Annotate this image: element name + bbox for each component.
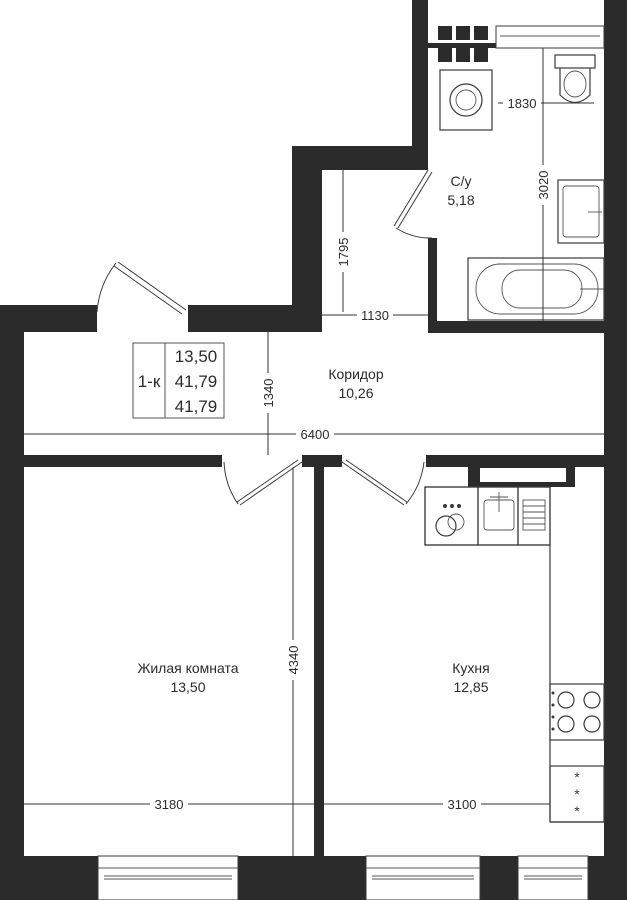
summary-total-area-2: 41,79 — [175, 397, 218, 416]
wall-bath-bottom — [428, 321, 604, 333]
bathroom-fixtures — [439, 54, 605, 321]
living-area: 13,50 — [170, 679, 205, 695]
shaft-block-2 — [456, 26, 470, 40]
kitchen-area: 12,85 — [453, 679, 488, 695]
drying-rack-icon — [517, 486, 551, 546]
wall-corridor-step — [292, 146, 322, 332]
dim-3180: 3180 — [155, 797, 184, 812]
wall-bath-right — [604, 0, 627, 470]
dim-6400: 6400 — [301, 427, 330, 442]
dim-4340: 4340 — [286, 646, 301, 675]
svg-text:*: * — [574, 769, 580, 785]
living-door — [223, 459, 303, 506]
living-name: Жилая комната — [137, 660, 238, 676]
kitchen-fixtures: * * * — [424, 486, 605, 823]
dim-3020: 3020 — [536, 171, 551, 200]
dim-1340: 1340 — [261, 379, 276, 408]
window-kitchen-2 — [517, 855, 589, 900]
wall-bath-partition-left — [428, 238, 437, 333]
window-kitchen-1 — [365, 855, 481, 900]
wall-bottom-5 — [588, 856, 627, 900]
windows — [97, 25, 605, 900]
dim-1795: 1795 — [336, 238, 351, 267]
wall-left-outer — [0, 305, 24, 900]
bathroom-area: 5,18 — [447, 192, 474, 208]
svg-text:*: * — [574, 786, 580, 802]
shaft-block-5 — [456, 48, 470, 62]
wall-bottom-1 — [24, 856, 98, 900]
apartment-type: 1-к — [138, 372, 161, 391]
shaft-block-1 — [438, 26, 452, 40]
doors — [96, 169, 433, 506]
kitchen-vent-inner — [480, 468, 566, 482]
sink-icon — [557, 179, 605, 244]
window-living — [97, 855, 239, 900]
dim-3100: 3100 — [448, 797, 477, 812]
wall-bottom-2 — [238, 856, 314, 900]
summary-total-area: 41,79 — [175, 372, 218, 391]
bathroom-name: С/у — [451, 173, 472, 189]
entrance-door — [96, 261, 187, 315]
dim-1130: 1130 — [361, 308, 389, 323]
wall-bottom-3 — [324, 856, 366, 900]
dishwasher-icon — [424, 486, 479, 546]
wall-kitchen-right — [604, 455, 627, 900]
washing-machine-icon — [439, 69, 493, 131]
summary-living-area: 13,50 — [175, 347, 218, 366]
kitchen-sink-icon — [477, 486, 519, 546]
shaft-block-4 — [438, 48, 452, 62]
dim-1830: 1830 — [508, 96, 537, 111]
wall-bottom-4 — [480, 856, 518, 900]
corridor-area: 10,26 — [338, 385, 373, 401]
wall-bath-top-strip — [428, 43, 496, 48]
wall-rooms-divider — [314, 455, 324, 900]
bathtub-icon — [467, 257, 605, 321]
wall-bath-left-upper — [412, 0, 428, 160]
summary-badge: 1-к 13,50 41,79 41,79 — [132, 342, 225, 419]
shaft-block-6 — [474, 48, 488, 62]
window-bath-top — [495, 25, 605, 49]
fridge-icon: * * * — [549, 765, 605, 823]
wall-entrance-right — [188, 305, 322, 332]
toilet-icon — [554, 54, 596, 104]
corridor-name: Коридор — [328, 366, 384, 382]
bathroom-door — [393, 169, 433, 239]
svg-text:*: * — [574, 803, 580, 819]
shaft-block-3 — [474, 26, 488, 40]
wall-rooms-top-left — [24, 455, 222, 467]
kitchen-name: Кухня — [452, 660, 489, 676]
kitchen-door — [341, 459, 425, 506]
stove-icon — [549, 683, 605, 741]
room-labels: С/у 5,18 Коридор 10,26 Жилая комната 13,… — [137, 173, 489, 695]
dimension-labels: 1830 3020 1795 1130 1340 6400 4340 3180 … — [150, 95, 551, 812]
